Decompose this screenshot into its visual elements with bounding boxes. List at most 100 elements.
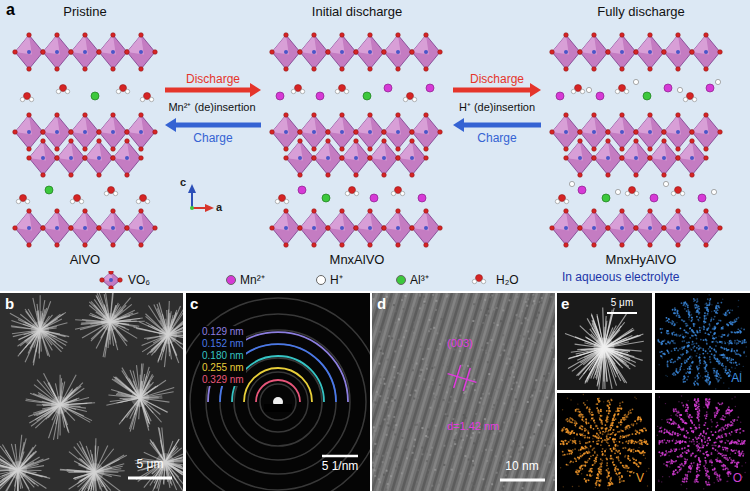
vo6-octahedron <box>634 139 639 144</box>
hrtem-image <box>474 485 476 487</box>
hrtem-image <box>503 349 505 351</box>
hrtem-image <box>387 483 389 485</box>
hrtem-image <box>423 301 425 303</box>
vo6-octahedron <box>424 147 429 152</box>
hrtem-image <box>479 401 481 403</box>
vo6-octahedron <box>27 147 32 152</box>
mn-ion <box>298 186 306 194</box>
vo6-octahedron <box>326 50 331 55</box>
hrtem-image <box>453 455 455 457</box>
hrtem-image <box>412 369 414 371</box>
vo6-octahedron <box>312 226 316 230</box>
hrtem-image <box>427 428 429 430</box>
hrtem-image <box>416 424 418 426</box>
hrtem-image <box>401 472 403 474</box>
hrtem-image <box>417 469 419 471</box>
eds-map <box>704 375 706 377</box>
vo6-octahedron <box>111 147 116 152</box>
vo6-octahedron <box>83 156 88 161</box>
vo6-octahedron <box>564 67 569 72</box>
hrtem-image <box>553 435 555 437</box>
vo6-octahedron <box>57 141 85 175</box>
vo6-octahedron <box>139 67 144 72</box>
hrtem-image <box>384 357 386 359</box>
hrtem-image <box>518 317 520 319</box>
vo6-octahedron <box>340 33 345 38</box>
vo6-octahedron <box>606 130 611 135</box>
eds-map <box>726 372 728 374</box>
water-molecule <box>136 199 140 203</box>
vo6-octahedron <box>650 141 678 175</box>
water-molecule <box>412 97 416 101</box>
vo6-octahedron <box>340 139 373 178</box>
vo6-octahedron <box>27 33 32 38</box>
water-molecule <box>615 89 619 93</box>
vo6-octahedron <box>312 50 316 54</box>
hrtem-image <box>454 439 456 441</box>
hrtem-image <box>485 350 487 352</box>
hrtem-image <box>493 322 495 324</box>
hrtem-image <box>423 296 425 298</box>
proton <box>569 181 574 186</box>
sem-image <box>101 313 119 331</box>
hrtem-image <box>528 409 530 411</box>
vo6-octahedron <box>354 130 359 135</box>
vo6-octahedron <box>676 226 680 230</box>
water-molecule <box>29 97 33 101</box>
hrtem-image <box>552 293 555 491</box>
water-molecule <box>683 93 696 102</box>
water-molecule <box>113 191 117 195</box>
vo6-octahedron <box>620 130 624 134</box>
vo6-octahedron <box>606 50 611 55</box>
hrtem-image <box>390 475 392 477</box>
hrtem-image <box>454 400 456 402</box>
vo6-octahedron <box>580 211 608 245</box>
eds-map <box>698 372 700 374</box>
vo6-octahedron <box>83 67 88 72</box>
vo6-octahedron <box>153 226 158 231</box>
hrtem-image <box>492 408 494 410</box>
eds-map <box>717 373 719 375</box>
hrtem-image <box>516 314 518 316</box>
proton <box>677 87 682 92</box>
hrtem-image <box>538 424 540 426</box>
hrtem-image <box>531 395 533 397</box>
vo6-octahedron <box>340 226 344 230</box>
mn-ion <box>706 84 714 92</box>
vo6-octahedron <box>125 50 130 55</box>
sem-image <box>31 321 49 339</box>
mn-ion <box>698 194 706 202</box>
sem-image <box>51 396 69 414</box>
vo6-octahedron <box>368 33 373 38</box>
water-molecule <box>692 97 696 101</box>
vo6-octahedron <box>69 226 74 231</box>
hrtem-image <box>500 320 502 322</box>
eds-map <box>690 349 692 351</box>
hrtem-image <box>375 432 377 434</box>
hrtem-image <box>493 308 495 310</box>
hrtem-image <box>535 369 537 371</box>
hrtem-image <box>487 308 489 310</box>
vo6-octahedron <box>438 226 443 231</box>
hrtem-image <box>436 332 438 334</box>
vo6-octahedron <box>382 226 387 231</box>
vo6-octahedron <box>382 50 387 55</box>
vo6-octahedron <box>342 141 370 175</box>
hrtem-image <box>429 454 431 456</box>
vo6-octahedron <box>592 67 597 72</box>
vo6-octahedron <box>326 50 331 55</box>
hrtem-image <box>431 485 433 487</box>
vo6-octahedron <box>55 147 60 152</box>
vo6-octahedron <box>606 33 639 72</box>
vo6-octahedron <box>606 130 611 135</box>
hrtem-image <box>510 449 512 451</box>
mn-ion <box>664 84 672 92</box>
hrtem-image <box>467 365 469 367</box>
hrtem-image <box>454 433 456 435</box>
vo6-octahedron <box>662 50 667 55</box>
vo6-octahedron <box>648 130 652 134</box>
hrtem-image <box>477 381 479 383</box>
hrtem-image <box>543 375 545 377</box>
vo6-octahedron <box>384 35 412 69</box>
vo6-octahedron <box>606 209 639 248</box>
